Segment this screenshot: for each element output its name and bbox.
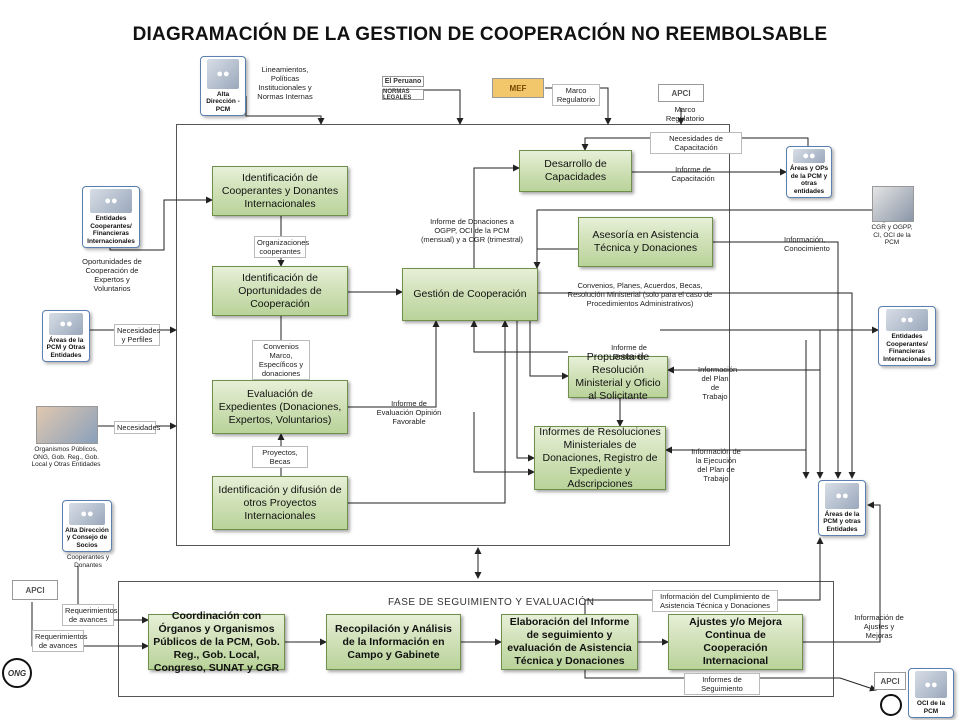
label-convenios-planes: Convenios, Planes, Acuerdos, Becas, Reso… bbox=[567, 281, 713, 308]
diagram-title: DIAGRAMACIÓN DE LA GESTION DE COOPERACIÓ… bbox=[132, 24, 828, 45]
apci-left-logo: APCI bbox=[12, 580, 58, 600]
box-desarrollo-capacidades: Desarrollo de Capacidades bbox=[519, 150, 632, 192]
ong-bottom-right-logo bbox=[880, 694, 902, 716]
box-asesoria: Asesoría en Asistencia Técnica y Donacio… bbox=[578, 217, 713, 267]
label-informacion-cumplimiento: Información del Cumplimiento de Asistenc… bbox=[652, 590, 778, 612]
label-requerimientos-avances-1: Requerimientos de avances bbox=[62, 604, 118, 626]
entity-organismos-publicos: Organismos Públicos, ONG, Gob. Reg., Gob… bbox=[31, 446, 101, 468]
entity-areas-opls: ●● Áreas y OPs de la PCM y otras entidad… bbox=[786, 146, 832, 198]
label-proyectos-becas: Proyectos, Becas bbox=[252, 446, 308, 468]
box-evaluacion-expedientes: Evaluación de Expedientes (Donaciones, E… bbox=[212, 380, 348, 434]
label-informacion-plan: Información del Plan de Trabajo bbox=[698, 365, 738, 401]
entity-areas-pcm-right: ●● Áreas de la PCM y otras Entidades bbox=[818, 480, 866, 536]
label-informe-donaciones-ogpp: Informe de Donaciones a OGPP, OCI de la … bbox=[420, 217, 524, 244]
label-informe-donacion: Informe de Donación bbox=[611, 343, 647, 361]
label-marco-regulatorio-2: Marco Regulatorio bbox=[665, 105, 705, 123]
people-group-icon: ●● bbox=[207, 59, 239, 89]
mef-logo: MEF bbox=[492, 78, 544, 98]
box-elaboracion-informe: Elaboración del Informe de seguimiento y… bbox=[501, 614, 638, 670]
people-group-icon: ●● bbox=[825, 483, 859, 509]
label-oportunidades-cooperacion: Oportunidades de Cooperación de Expertos… bbox=[82, 257, 142, 293]
box-propuesta-resolucion: Propuesta de Resolución Ministerial y Of… bbox=[568, 351, 668, 402]
box-recopilacion: Recopilación y Análisis de la Informació… bbox=[326, 614, 461, 670]
label-informe-capacitacion: Informe de Capacitación bbox=[671, 165, 715, 183]
people-group-icon: ●● bbox=[90, 189, 132, 213]
label-marco-regulatorio-1: Marco Regulatorio bbox=[552, 84, 600, 106]
people-group-icon: ●● bbox=[915, 671, 947, 698]
box-ajustes: Ajustes y/o Mejora Continua de Cooperaci… bbox=[668, 614, 803, 670]
ong-logo: ONG bbox=[2, 658, 32, 688]
entity-areas-pcm-left: ●● Áreas de la PCM y Otras Entidades bbox=[42, 310, 90, 362]
label-informe-evaluacion: Informe de Evaluación Opinión Favorable bbox=[376, 399, 442, 426]
label-requerimientos-avances-2: Requerimientos de avances bbox=[32, 630, 88, 652]
apci-top-logo: APCI bbox=[658, 84, 704, 102]
box-gestion-cooperacion: Gestión de Cooperación bbox=[402, 268, 538, 321]
box-identificacion-cooperantes: Identificación de Cooperantes y Donantes… bbox=[212, 166, 348, 216]
normas-legales-logo: NORMAS LEGALES bbox=[382, 89, 424, 101]
box-identificacion-oportunidades: Identificación de Oportunidades de Coope… bbox=[212, 266, 348, 316]
entity-cgr-ogpp: CGR y OGPP, CI, OCI de la PCM bbox=[871, 224, 913, 246]
entity-alta-direccion-consejo: ●● Alta Dirección y Consejo de Socios bbox=[62, 500, 112, 552]
label-informacion-conocimiento: Información, Conocimiento bbox=[784, 235, 830, 253]
people-group-icon: ●● bbox=[793, 149, 825, 163]
box-coordinacion: Coordinación con Órganos y Organismos Pú… bbox=[148, 610, 285, 674]
label-lineamientos: Lineamientos, Políticas Institucionales … bbox=[257, 65, 313, 101]
entity-oci-pcm: ●● OCI de la PCM bbox=[908, 668, 954, 718]
entity-cgr-photo bbox=[872, 186, 914, 222]
label-informes-seguimiento: Informes de Seguimiento bbox=[684, 673, 760, 695]
label-necesidades-perfiles: Necesidades y Perfiles bbox=[114, 324, 160, 346]
label-convenios-marco: Convenios Marco, Específicos y donacione… bbox=[252, 340, 310, 380]
entity-entidades-cooperantes-right: ●● Entidades Cooperantes/ Financieras In… bbox=[878, 306, 936, 366]
entity-cooperantes-donantes: Cooperantes y Donantes bbox=[66, 554, 110, 569]
label-informacion-ejecucion: Información de la Ejecución del Plan de … bbox=[691, 447, 741, 483]
el-peruano-logo: El Peruano bbox=[382, 76, 424, 87]
entity-entidades-cooperantes-left: ●● Entidades Cooperantes/ Financieras In… bbox=[82, 186, 140, 248]
label-informacion-ajustes: Información de Ajustes y Mejoras bbox=[854, 613, 904, 640]
people-group-icon: ●● bbox=[69, 503, 105, 525]
entity-alta-direccion-pcm: ●● Alta Dirección - PCM bbox=[200, 56, 246, 116]
people-group-icon: ●● bbox=[886, 309, 928, 331]
box-identificacion-difusion: Identificación y difusión de otros Proye… bbox=[212, 476, 348, 530]
entity-organismos-publicos-photo bbox=[36, 406, 98, 444]
label-necesidades-capacitacion: Necesidades de Capacitación bbox=[650, 132, 742, 154]
people-group-icon: ●● bbox=[49, 313, 83, 335]
label-organizaciones-cooperantes: Organizaciones cooperantes bbox=[254, 236, 309, 258]
apci-bottom-logo: APCI bbox=[874, 672, 906, 690]
box-informes-resoluciones: Informes de Resoluciones Ministeriales d… bbox=[534, 426, 666, 490]
phase-label: FASE DE SEGUIMIENTO Y EVALUACIÓN bbox=[388, 597, 595, 608]
label-necesidades: Necesidades bbox=[114, 421, 160, 434]
